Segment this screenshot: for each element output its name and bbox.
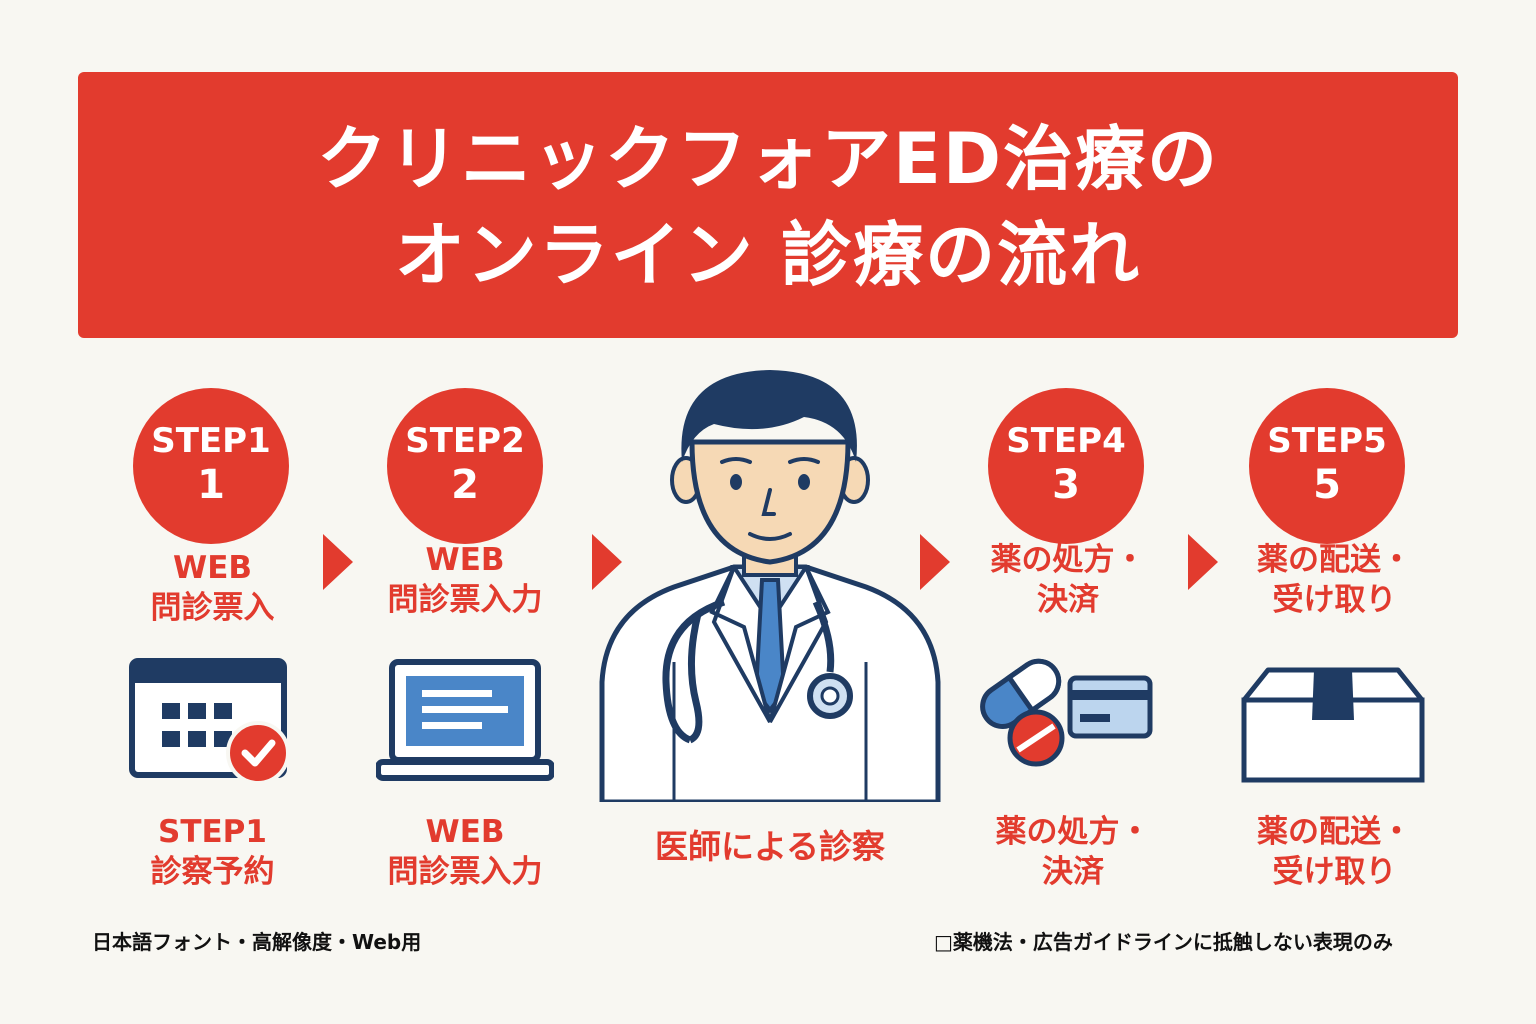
flow-arrow-3: [920, 534, 950, 590]
step1-badge-number: 1: [197, 461, 225, 508]
step5-badge-label: STEP5: [1267, 421, 1387, 462]
pills-card-icon: [980, 658, 1153, 767]
step4-bottom-line2: 決済: [1042, 854, 1104, 891]
step1-bottom-line1: STEP1: [158, 814, 267, 850]
title-line-1: クリニックフォアED治療の: [317, 118, 1219, 200]
step5-top-label: 薬の配送・ 受け取り: [1222, 540, 1447, 621]
step5-top-line2: 受け取り: [1272, 582, 1397, 619]
laptop-icon: [376, 659, 554, 781]
doctor-caption: 医師による診察: [654, 827, 885, 866]
step4-top-label: 薬の処方・ 決済: [958, 540, 1178, 621]
footer-right-note: □薬機法・広告ガイドラインに抵触しない表現のみ: [934, 930, 1393, 954]
footer-left-note: 日本語フォント・高解像度・Web用: [92, 930, 422, 954]
step2-badge-number: 2: [451, 461, 479, 508]
step4-badge-number: 3: [1052, 461, 1080, 508]
step1-top-line2: 問診票入: [150, 590, 275, 627]
step5-badge: STEP5 5: [1249, 388, 1405, 544]
step4-bottom-label: 薬の処方・ 決済: [968, 812, 1178, 893]
step2-top-label: WEB 問診票入力: [350, 540, 580, 621]
step4-bottom-line1: 薬の処方・: [995, 814, 1151, 850]
step2-bottom-line2: 問診票入力: [387, 854, 543, 891]
flow-arrow-4: [1188, 534, 1218, 590]
step4-top-line2: 決済: [1037, 582, 1099, 619]
step5-bottom-label: 薬の配送・ 受け取り: [1222, 812, 1447, 893]
step4-badge-label: STEP4: [1006, 421, 1126, 462]
step1-badge: STEP1 1: [133, 388, 289, 544]
step4-badge: STEP4 3: [988, 388, 1144, 544]
flow-arrow-2: [592, 534, 622, 590]
step2-badge: STEP2 2: [387, 388, 543, 544]
step1-badge-label: STEP1: [151, 421, 271, 462]
step1-bottom-line2: 診察予約: [150, 854, 275, 891]
calendar-check-icon: [129, 658, 290, 785]
step4-top-line1: 薬の処方・: [990, 542, 1146, 578]
flow-arrow-1: [323, 534, 353, 590]
step5-bottom-line1: 薬の配送・: [1257, 814, 1412, 850]
step5-top-line1: 薬の配送・: [1257, 542, 1412, 578]
title-banner: クリニックフォアED治療の オンライン 診療の流れ: [78, 72, 1458, 338]
step2-top-line2: 問診票入力: [387, 582, 543, 619]
title-line-2: オンライン 診療の流れ: [394, 214, 1142, 296]
doctor-icon: [599, 370, 941, 802]
step5-badge-number: 5: [1313, 461, 1341, 508]
step1-top-label: WEB 問診票入: [100, 548, 325, 629]
step2-bottom-line1: WEB: [425, 814, 505, 850]
step2-top-line1: WEB: [425, 542, 505, 578]
step2-bottom-label: WEB 問診票入力: [350, 812, 580, 893]
package-box-icon: [1241, 667, 1425, 783]
step1-top-line1: WEB: [173, 550, 252, 586]
step5-bottom-line2: 受け取り: [1272, 854, 1397, 891]
step1-bottom-label: STEP1 診察予約: [100, 812, 325, 893]
step2-badge-label: STEP2: [405, 421, 525, 462]
